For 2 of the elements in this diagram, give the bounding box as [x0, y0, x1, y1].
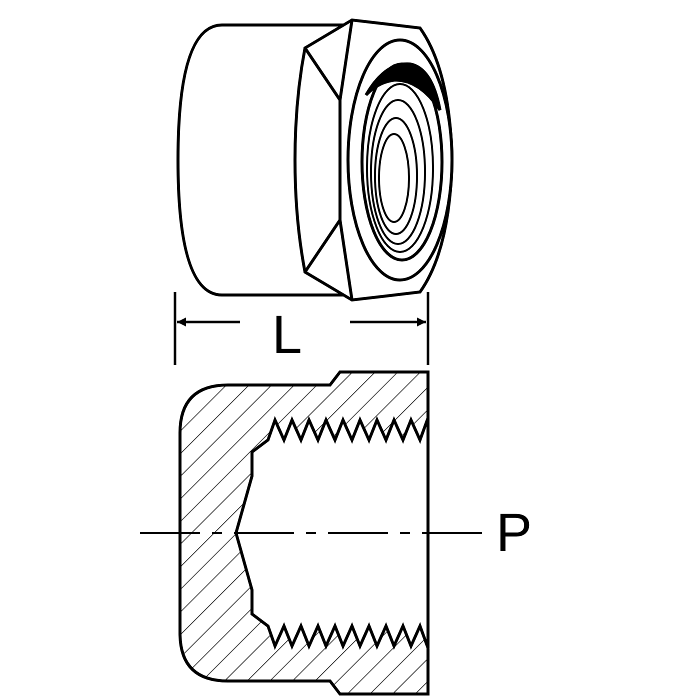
dimension-label: L [272, 308, 302, 362]
thread-size-label: P [496, 506, 532, 560]
